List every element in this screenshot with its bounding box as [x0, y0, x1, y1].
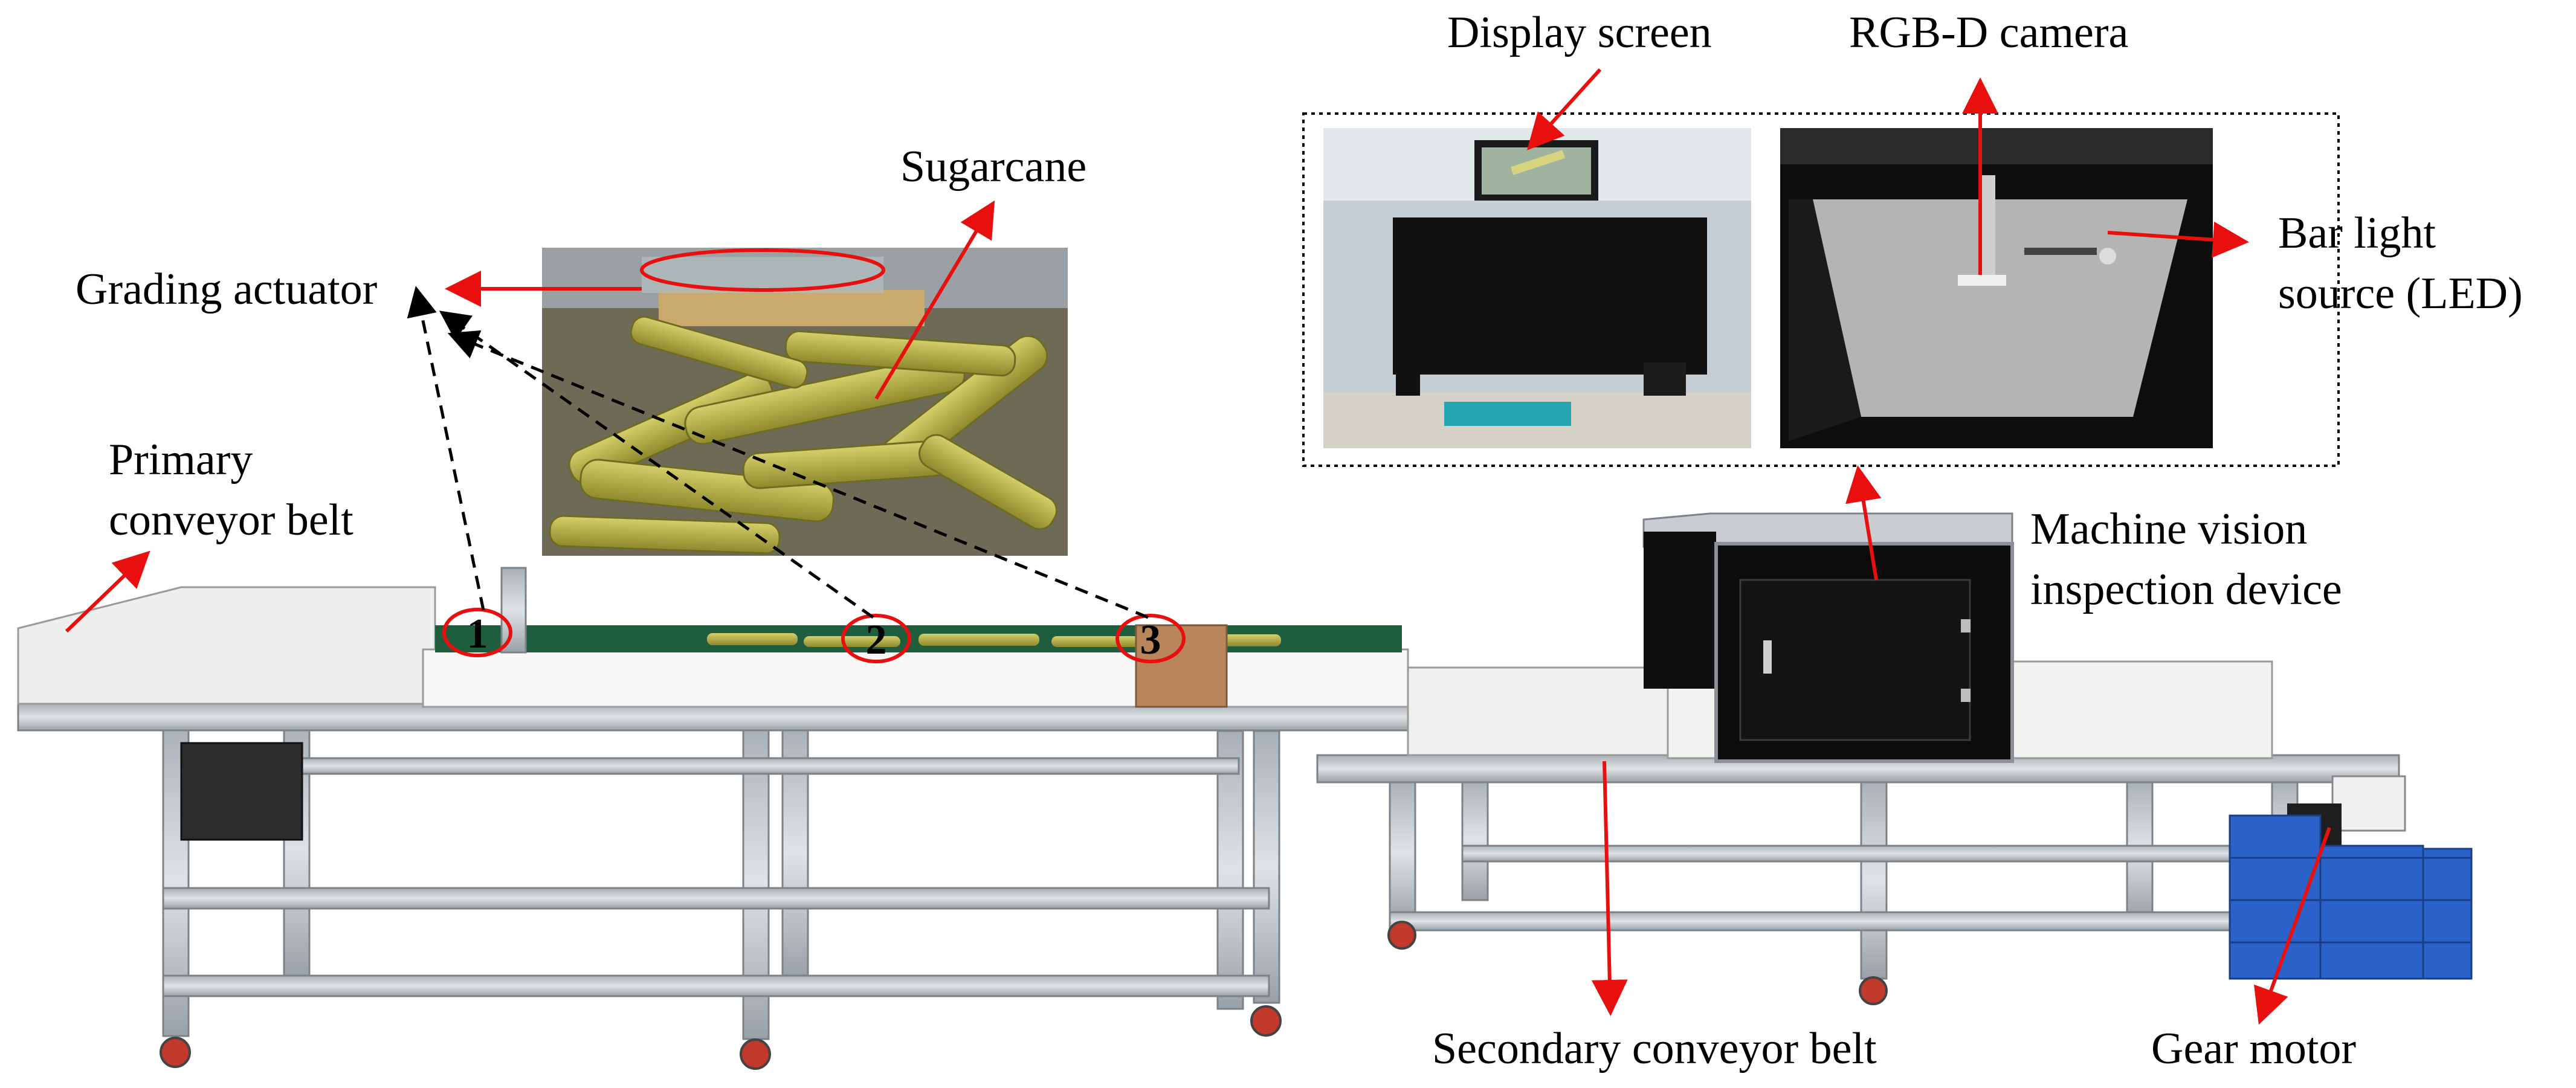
vision-cabinet-door: [1739, 579, 1971, 741]
primary-drive-housing: [180, 742, 303, 841]
actuator-2-circle: [841, 614, 911, 663]
crate-grid-lines: [2230, 857, 2471, 944]
label-display-screen: Display screen: [1447, 8, 1712, 57]
label-primary-belt-line1: Primary: [109, 435, 253, 484]
label-machine-vision-line2: inspection device: [2030, 565, 2342, 614]
label-rgbd-camera: RGB-D camera: [1849, 8, 2128, 57]
dashed-arrow-1: [407, 286, 485, 611]
red-highlight-ellipses: [442, 248, 1186, 663]
actuator-1-circle: [442, 608, 512, 657]
actuator-number-1: 1: [467, 611, 488, 657]
dashed-arrow-3: [447, 330, 1149, 619]
secondary-conveyor-casters: [1387, 921, 1888, 1005]
arrow-bar-light: [2107, 221, 2249, 258]
arrow-sugarcane: [874, 200, 995, 400]
grading-actuator-post: [500, 567, 527, 654]
sugarcane-inset-photo: [542, 248, 1068, 556]
gear-motor-housing: [2331, 775, 2406, 832]
label-grading-actuator: Grading actuator: [76, 265, 377, 314]
inspection-inset: [1302, 112, 2340, 467]
label-gear-motor: Gear motor: [2151, 1024, 2356, 1074]
camera-chamber-photo: [1780, 128, 2213, 448]
vision-cabinet-side: [1644, 532, 1716, 689]
vision-cabinet-handle: [1763, 640, 1772, 674]
label-primary-belt-line2: conveyor belt: [109, 495, 353, 545]
label-machine-vision-line1: Machine vision: [2030, 504, 2307, 554]
label-bar-light-line1: Bar light: [2278, 208, 2436, 258]
primary-conveyor: [17, 567, 1415, 1070]
sugarcane-stalks: [549, 315, 1057, 555]
arrow-primary-belt: [65, 550, 150, 633]
arrow-gear-motor: [2253, 826, 2331, 1025]
secondary-conveyor-legs: [1389, 778, 2322, 980]
vision-cabinet-latch-bottom: [1961, 689, 1971, 702]
black-dashed-arrows: [407, 286, 1149, 619]
display-screen-photo: [1323, 128, 1751, 448]
actuator-number-3: 3: [1140, 617, 1161, 663]
cardboard-divider: [1135, 624, 1228, 708]
red-arrows: [65, 68, 2331, 1025]
arrow-secondary-belt: [1591, 761, 1628, 1016]
primary-frame-rail: [17, 703, 1415, 732]
dashed-arrow-2: [439, 311, 874, 619]
label-secondary-belt: Secondary conveyor belt: [1432, 1024, 1877, 1074]
inspection-inset-border: [1302, 112, 2340, 467]
actuator-3-circle: [1115, 614, 1186, 663]
primary-side-panel: [422, 648, 1409, 708]
label-sugarcane: Sugarcane: [900, 142, 1086, 192]
label-bar-light-line2: source (LED): [2278, 269, 2523, 318]
vision-cabinet-latch-top: [1961, 619, 1971, 633]
arrow-display-screen: [1526, 68, 1602, 150]
primary-infeed-panel: [17, 586, 436, 705]
actuator-number-2: 2: [866, 617, 887, 663]
arrow-machine-vision: [1845, 465, 1882, 581]
secondary-chute: [1407, 666, 1669, 756]
actuator-highlight-ellipse: [640, 248, 885, 292]
secondary-conveyor: [1316, 512, 2473, 1005]
primary-conveyor-legs: [162, 721, 1280, 1040]
primary-conveyor-casters: [160, 1005, 1282, 1070]
blue-crates: [2229, 814, 2473, 980]
